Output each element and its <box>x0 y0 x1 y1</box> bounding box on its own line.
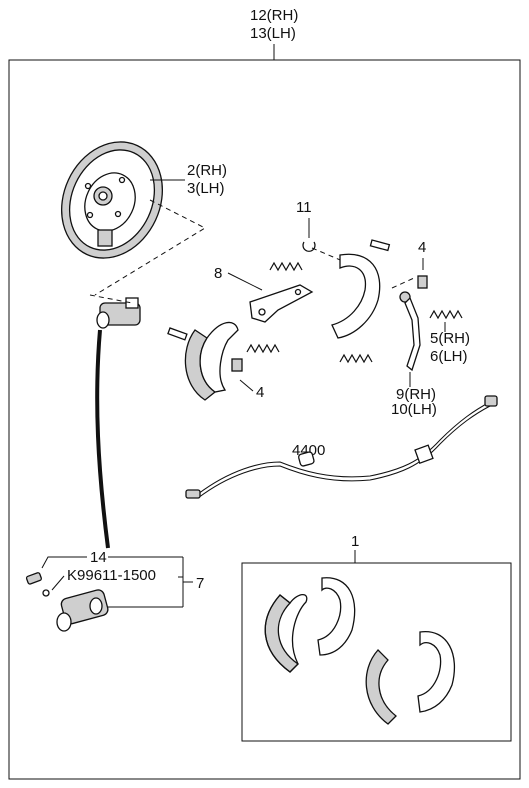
leader-lever-8 <box>227 272 263 291</box>
label-shoe-kit-1: 1 <box>351 533 359 550</box>
guide-lever <box>391 277 415 289</box>
shoe-left <box>167 321 239 401</box>
guide-backing <box>94 199 207 296</box>
pin-4-bottom <box>231 358 243 372</box>
leader-partno <box>51 575 65 591</box>
leader-bleeder-14 <box>41 556 87 569</box>
bleeder-screw <box>25 572 42 585</box>
label-lever-lh: 10(LH) <box>391 401 437 418</box>
label-wheel-cyl-7: 7 <box>196 575 204 592</box>
assembly-frame <box>8 59 521 780</box>
label-backing-rh: 2(RH) <box>187 162 227 179</box>
spring-upper <box>269 261 303 272</box>
shoe-kit-frame <box>241 562 512 742</box>
parking-brake-cable <box>185 395 498 499</box>
label-assembly-lh: 13(LH) <box>250 25 296 42</box>
bleeder-cap <box>42 589 50 597</box>
label-spring-lh: 6(LH) <box>430 348 468 365</box>
guide-cylinder-upper <box>89 294 133 304</box>
spring-right <box>429 309 463 320</box>
wheel-cylinder-upper <box>96 297 141 329</box>
label-lever-8: 8 <box>214 265 222 282</box>
label-pin-4-bottom: 4 <box>256 384 264 401</box>
shoe-kit-shoe-3 <box>365 649 397 725</box>
wheel-cylinder-detail <box>56 589 109 632</box>
label-backing-lh: 3(LH) <box>187 180 225 197</box>
leader-pin-4-bottom <box>239 379 254 392</box>
spring-lower <box>339 353 373 364</box>
shoe-kit-shoe-1 <box>264 593 308 673</box>
spring-middle <box>246 343 280 354</box>
label-partno-kit: K99611-1500 <box>67 567 156 584</box>
lever-8 <box>249 284 314 323</box>
label-assembly-rh: 12(RH) <box>250 7 298 24</box>
label-spring-rh: 5(RH) <box>430 330 470 347</box>
label-bleeder-14: 14 <box>90 549 107 566</box>
clip-11 <box>302 241 316 252</box>
pin-4-top <box>417 275 428 289</box>
shoe-kit-shoe-4 <box>417 631 456 713</box>
label-lever-rh: 9(RH) <box>396 386 436 403</box>
label-pin-4-top: 4 <box>418 239 426 256</box>
label-clip-11: 11 <box>296 199 312 216</box>
shoe-kit-shoe-2 <box>317 577 356 656</box>
backing-plate <box>60 141 164 259</box>
leader-cylinder-detail <box>95 329 110 549</box>
lever-9-10 <box>399 291 421 372</box>
shoe-upper-right <box>331 239 391 339</box>
